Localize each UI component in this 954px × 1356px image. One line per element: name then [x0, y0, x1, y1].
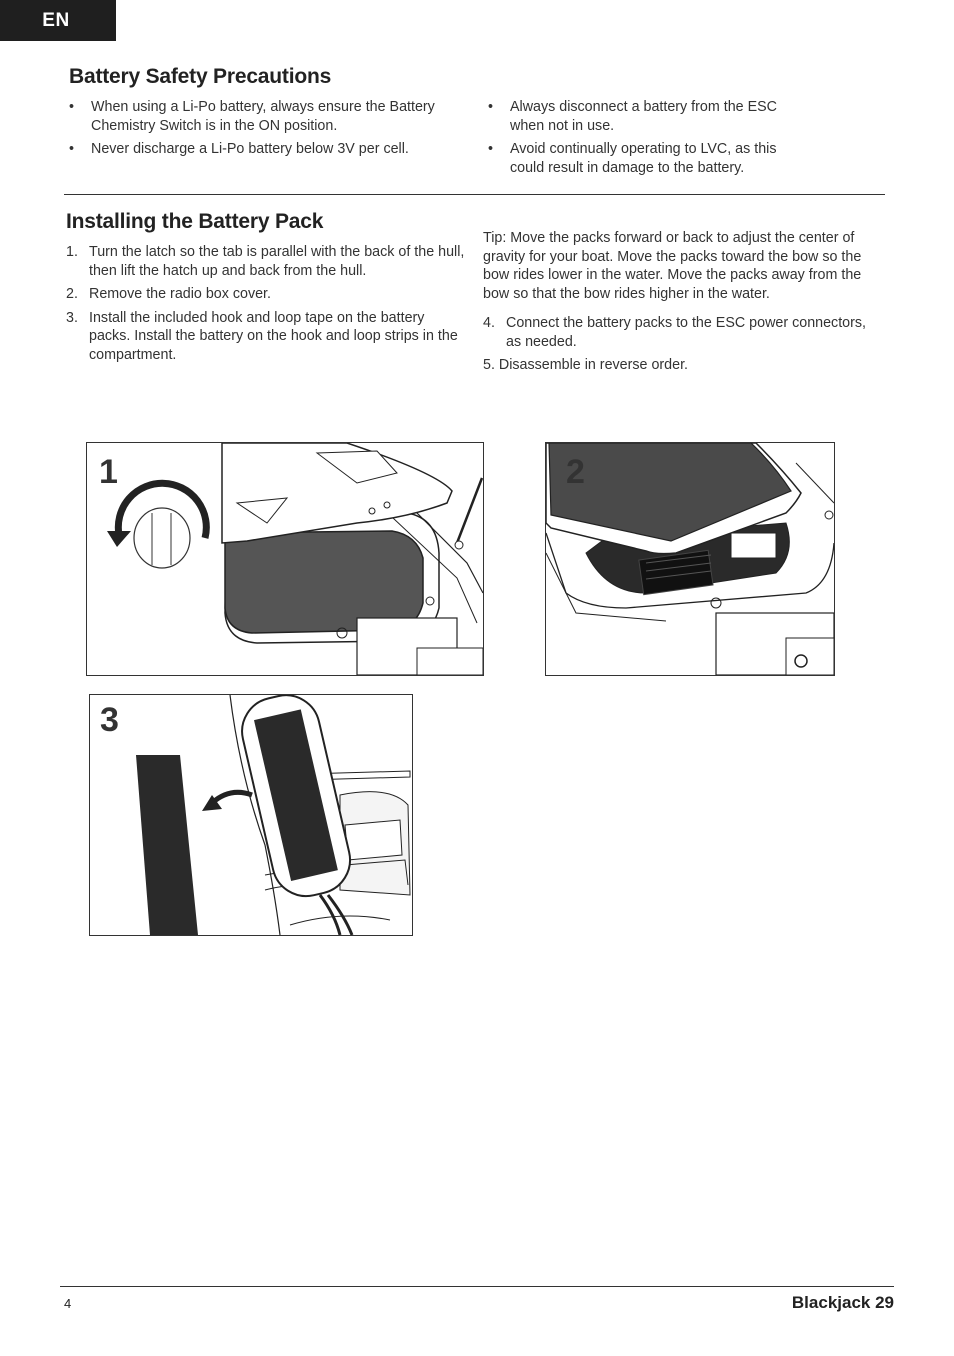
install-tip: Tip: Move the packs forward or back to a… — [483, 230, 862, 302]
figure-2: 2 — [545, 442, 835, 676]
install-right-column: Tip: Move the packs forward or back to a… — [483, 229, 878, 375]
install-step-3: 3. Install the included hook and loop tap… — [66, 309, 468, 365]
step-number: 4. — [483, 315, 495, 331]
install-step-2: 2. Remove the radio box cover. — [66, 285, 468, 304]
install-step-1: 1. Turn the latch so the tab is parallel … — [66, 243, 468, 280]
step-number: 2. — [66, 286, 78, 302]
step-text: Remove the radio box cover. — [89, 286, 271, 302]
install-left-column: 1. Turn the latch so the tab is parallel … — [66, 243, 468, 369]
figure-2-label: 2 — [566, 453, 585, 491]
safety-heading: Battery Safety Precautions — [69, 65, 332, 88]
figure-1-label: 1 — [99, 453, 118, 491]
safety-right-column: Always disconnect a battery from the ESC… — [487, 98, 847, 182]
hatch-open-illustration-icon — [546, 443, 834, 675]
safety-left-column: When using a Li-Po battery, always ensur… — [68, 98, 468, 164]
figure-3-label: 3 — [100, 701, 119, 739]
product-title: Blackjack 29 — [791, 1293, 894, 1312]
footer-rule — [60, 1286, 894, 1287]
safety-bullet-4: Avoid continually operating to LVC, as t… — [487, 140, 810, 177]
safety-bullet-2: Never discharge a Li-Po battery below 3V… — [68, 140, 468, 159]
install-heading: Installing the Battery Pack — [66, 210, 324, 233]
language-tab: EN — [0, 0, 116, 41]
step-number: 3. — [66, 309, 78, 326]
safety-bullet-3: Always disconnect a battery from the ESC… — [487, 98, 810, 135]
section-divider — [64, 194, 885, 195]
step-number: 1. — [66, 244, 78, 260]
language-tab-label: EN — [42, 10, 70, 31]
step-text: Turn the latch so the tab is parallel wi… — [89, 244, 465, 279]
install-step-4: 4. Connect the battery packs to the ESC p… — [483, 314, 878, 351]
step-text: Connect the battery packs to the ESC pow… — [506, 315, 866, 350]
page-number: 4 — [64, 1296, 72, 1311]
figure-1: 1 — [86, 442, 484, 676]
safety-bullet-1: When using a Li-Po battery, always ensur… — [68, 98, 468, 135]
latch-rotate-illustration-icon — [107, 443, 483, 675]
figure-3: 3 — [89, 694, 413, 936]
battery-install-illustration-icon — [136, 695, 411, 935]
install-step-5: 5. Disassemble in reverse order. — [483, 357, 689, 373]
step-text: Install the included hook and loop tape … — [89, 309, 458, 363]
